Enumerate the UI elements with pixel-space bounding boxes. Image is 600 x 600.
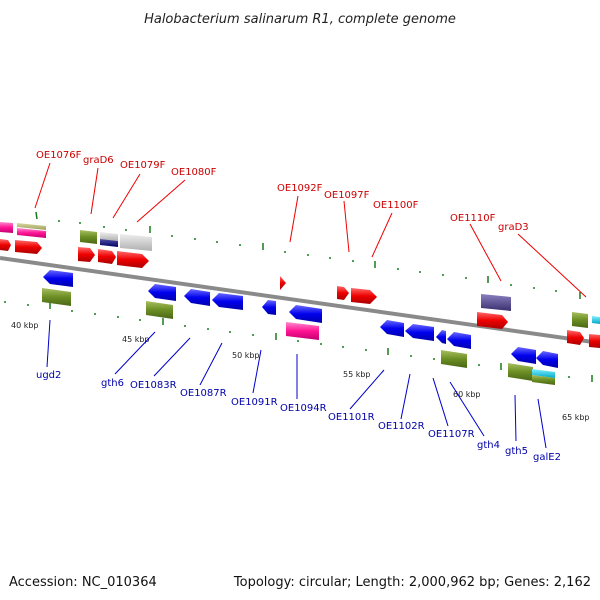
accession-text: Accession: NC_010364 xyxy=(9,575,157,590)
forward-strand-genes xyxy=(0,222,600,348)
gene-label-gale2[interactable]: galE2 xyxy=(533,452,561,463)
gene-arrow[interactable] xyxy=(532,375,555,385)
gene-arrow[interactable] xyxy=(0,222,13,233)
gene-arrow[interactable] xyxy=(447,332,471,349)
upper-tick-row xyxy=(35,211,581,299)
gene-label-grad3[interactable]: graD3 xyxy=(498,222,529,233)
gene-arrow[interactable] xyxy=(184,289,210,306)
gene-arrow[interactable] xyxy=(441,350,467,368)
gene-arrow[interactable] xyxy=(17,228,46,238)
gene-label-oe1091r[interactable]: OE1091R xyxy=(231,397,278,408)
tick-label: 45 kbp xyxy=(122,335,150,344)
gene-arrow[interactable] xyxy=(120,234,152,251)
reverse-gene-labels: ugd2 gth6 OE1083R OE1087R OE1091R OE1094… xyxy=(36,370,561,463)
tick-label: 50 kbp xyxy=(232,351,260,360)
tick-label: 55 kbp xyxy=(343,370,371,379)
gene-arrow[interactable] xyxy=(100,239,118,247)
gene-arrow[interactable] xyxy=(592,316,600,324)
gene-label-oe1092f[interactable]: OE1092F xyxy=(277,183,323,194)
gene-arrow[interactable] xyxy=(589,334,600,348)
gene-arrow[interactable] xyxy=(436,330,446,344)
gene-arrow[interactable] xyxy=(78,247,95,262)
gene-arrow[interactable] xyxy=(572,312,588,328)
gene-label-oe1076f[interactable]: OE1076F xyxy=(36,150,82,161)
gene-arrow[interactable] xyxy=(351,288,377,304)
gene-arrow[interactable] xyxy=(42,288,71,306)
gene-label-gth5[interactable]: gth5 xyxy=(505,446,528,457)
forward-gene-labels: OE1076F graD6 OE1079F OE1080F OE1092F OE… xyxy=(36,150,529,233)
gene-arrow[interactable] xyxy=(567,330,584,345)
gene-arrow[interactable] xyxy=(289,305,322,323)
gene-arrow[interactable] xyxy=(148,284,176,301)
gene-arrow[interactable] xyxy=(536,351,558,368)
genome-backbone xyxy=(0,256,600,345)
gene-arrow[interactable] xyxy=(280,276,286,290)
gene-arrow[interactable] xyxy=(15,240,42,254)
gene-arrow[interactable] xyxy=(405,324,434,341)
gene-arrow[interactable] xyxy=(98,249,116,264)
gene-label-oe1094r[interactable]: OE1094R xyxy=(280,403,327,414)
forward-leader-lines xyxy=(34,162,587,298)
reverse-strand-genes xyxy=(42,270,558,385)
gene-arrow[interactable] xyxy=(262,300,276,315)
tick-label: 65 kbp xyxy=(562,413,590,422)
gene-arrow[interactable] xyxy=(0,239,11,251)
map-title: Halobacterium salinarum R1, complete gen… xyxy=(144,12,456,27)
tick-label: 40 kbp xyxy=(11,321,39,330)
gene-label-gth4[interactable]: gth4 xyxy=(477,440,500,451)
gene-label-oe1080f[interactable]: OE1080F xyxy=(171,167,217,178)
gene-arrow[interactable] xyxy=(286,322,319,340)
tick-label: 60 kbp xyxy=(453,390,481,399)
gene-arrow[interactable] xyxy=(481,294,511,311)
gene-label-oe1083r[interactable]: OE1083R xyxy=(130,380,177,391)
gene-arrow[interactable] xyxy=(146,301,173,319)
gene-arrow[interactable] xyxy=(80,230,97,244)
gene-label-oe1100f[interactable]: OE1100F xyxy=(373,200,419,211)
kbp-tick-labels: 40 kbp 45 kbp 50 kbp 55 kbp 60 kbp 65 kb… xyxy=(11,321,590,422)
gene-label-oe1107r[interactable]: OE1107R xyxy=(428,429,475,440)
gene-arrow[interactable] xyxy=(380,320,404,337)
gene-arrow[interactable] xyxy=(508,363,533,381)
gene-arrow[interactable] xyxy=(117,251,149,268)
gene-arrow[interactable] xyxy=(337,286,349,300)
gene-label-oe1102r[interactable]: OE1102R xyxy=(378,421,425,432)
gene-label-oe1097f[interactable]: OE1097F xyxy=(324,190,370,201)
gene-label-grad6[interactable]: graD6 xyxy=(83,155,114,166)
gene-arrow[interactable] xyxy=(43,270,73,287)
gene-label-oe1110f[interactable]: OE1110F xyxy=(450,213,496,224)
gene-arrow[interactable] xyxy=(212,293,243,310)
gene-label-oe1087r[interactable]: OE1087R xyxy=(180,388,227,399)
topology-info-text: Topology: circular; Length: 2,000,962 bp… xyxy=(233,575,591,590)
gene-label-ugd2[interactable]: ugd2 xyxy=(36,370,61,381)
gene-label-oe1079f[interactable]: OE1079F xyxy=(120,160,166,171)
gene-label-oe1101r[interactable]: OE1101R xyxy=(328,412,375,423)
gene-arrow[interactable] xyxy=(511,347,536,364)
gene-arrow[interactable] xyxy=(100,232,118,241)
gene-label-gth6[interactable]: gth6 xyxy=(101,378,124,389)
gene-arrow[interactable] xyxy=(17,223,46,230)
gene-arrow[interactable] xyxy=(477,312,508,329)
reverse-leader-lines xyxy=(46,319,547,449)
